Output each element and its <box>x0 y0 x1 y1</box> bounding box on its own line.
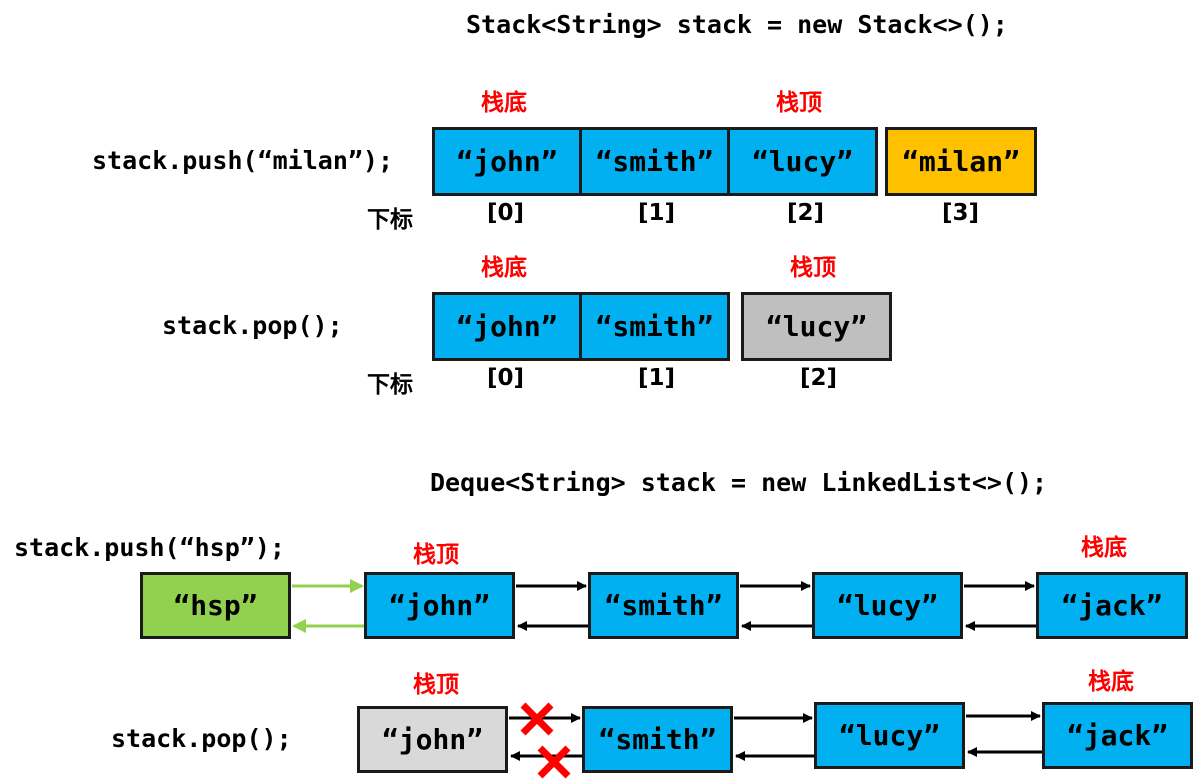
index-2: [2] <box>787 200 825 226</box>
array-cell-0: “john” <box>432 292 582 361</box>
pop-code: stack.pop(); <box>111 724 292 753</box>
stack-declaration: Stack<String> stack = new Stack<>(); <box>466 10 1008 39</box>
stack-bottom-label: 栈底 <box>481 90 527 116</box>
array-cell-value: “smith” <box>595 145 714 178</box>
array-cell-3-pushed: “milan” <box>885 127 1037 196</box>
stack-top-label: 栈顶 <box>413 542 459 568</box>
removed-node-john: “john” <box>357 706 508 773</box>
new-node-hsp: “hsp” <box>140 572 291 639</box>
node-value: “john” <box>381 723 484 756</box>
array-cell-value: “lucy” <box>751 145 854 178</box>
list-node: “john” <box>364 572 515 639</box>
node-value: “jack” <box>1066 719 1169 752</box>
stack-top-label: 栈顶 <box>776 90 822 116</box>
index-2: [2] <box>800 365 838 391</box>
array-cell-value: “lucy” <box>765 310 868 343</box>
deque-declaration: Deque<String> stack = new LinkedList<>()… <box>430 468 1048 497</box>
stack-top-label: 栈顶 <box>790 255 836 281</box>
list-node: “smith” <box>582 706 733 773</box>
index-label: 下标 <box>367 372 413 398</box>
array-cell-1: “smith” <box>579 292 730 361</box>
array-cell-value: “smith” <box>595 310 714 343</box>
node-value: “jack” <box>1061 589 1163 622</box>
index-0: [0] <box>487 365 525 391</box>
array-cell-2-popped: “lucy” <box>741 292 892 361</box>
list-node: “lucy” <box>812 572 963 639</box>
list-node: “jack” <box>1042 702 1193 769</box>
array-cell-0: “john” <box>432 127 582 196</box>
node-value: “smith” <box>604 589 723 622</box>
array-cell-value: “john” <box>456 310 558 343</box>
index-3: [3] <box>942 200 980 226</box>
node-value: “smith” <box>598 723 717 756</box>
cross-mark-icon <box>520 702 554 736</box>
node-value: “hsp” <box>173 589 258 622</box>
cross-mark-icon <box>537 745 571 779</box>
stack-bottom-label: 栈底 <box>1088 669 1134 695</box>
list-node: “jack” <box>1036 572 1188 639</box>
stack-top-label: 栈顶 <box>413 672 459 698</box>
array-cell-value: “john” <box>456 145 558 178</box>
node-value: “lucy” <box>836 589 939 622</box>
list-node: “lucy” <box>814 702 965 769</box>
node-value: “john” <box>388 589 491 622</box>
stack-bottom-label: 栈底 <box>1081 535 1127 561</box>
list-node: “smith” <box>588 572 739 639</box>
index-label: 下标 <box>367 207 413 233</box>
push-milan-code: stack.push(“milan”); <box>92 146 394 175</box>
node-value: “lucy” <box>838 719 941 752</box>
index-1: [1] <box>638 365 676 391</box>
stack-bottom-label: 栈底 <box>481 255 527 281</box>
array-cell-value: “milan” <box>901 145 1020 178</box>
push-hsp-code: stack.push(“hsp”); <box>14 533 285 562</box>
array-cell-2: “lucy” <box>727 127 878 196</box>
index-0: [0] <box>487 200 525 226</box>
index-1: [1] <box>638 200 676 226</box>
pop-code: stack.pop(); <box>162 311 343 340</box>
